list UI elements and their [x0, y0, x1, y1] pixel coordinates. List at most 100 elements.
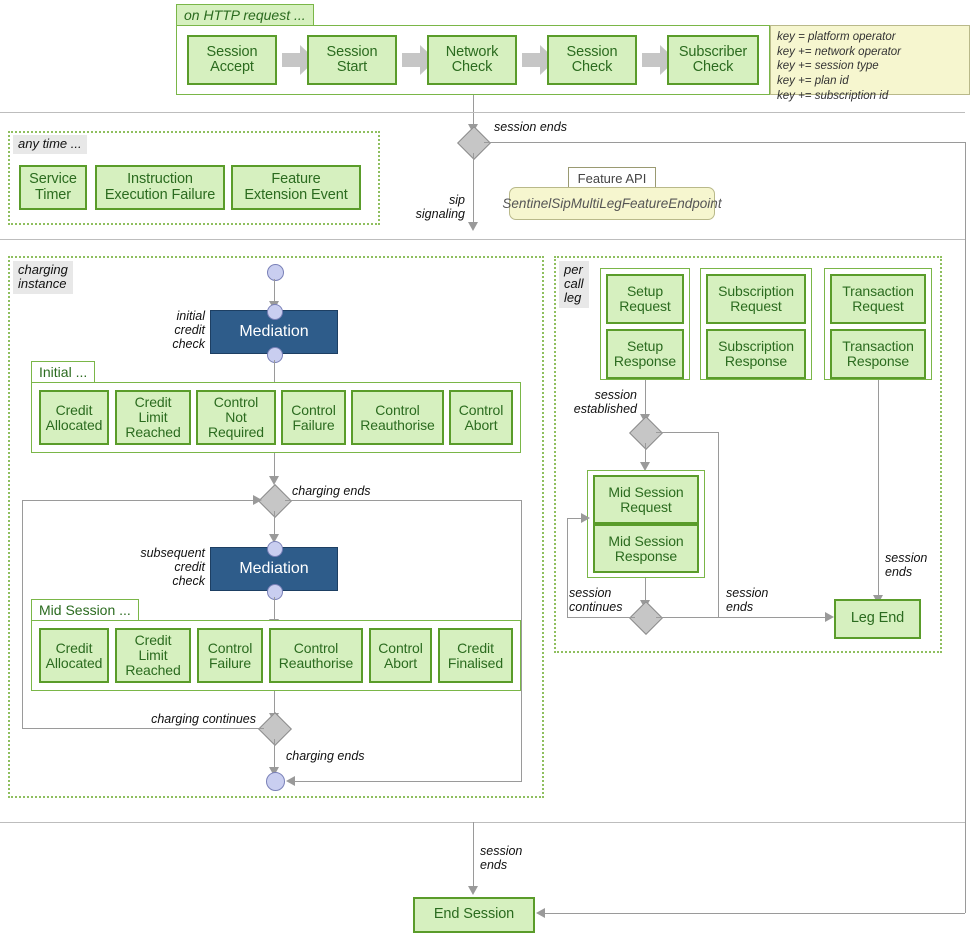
charging-instance-package — [8, 256, 544, 798]
connector-to-end-session — [473, 822, 474, 889]
arrowhead-session-continues-back — [581, 513, 590, 523]
initial-control-reauthorise[interactable]: Control Reauthorise — [351, 390, 444, 445]
connector-initial-to-decision — [274, 453, 275, 480]
label-charging-continues: charging continues — [151, 712, 256, 726]
loop-frame-top-left — [22, 500, 254, 501]
subscription-request[interactable]: Subscription Request — [706, 274, 806, 324]
arrowhead-decision-to-midsession-leg — [640, 462, 650, 471]
connector-mediation-to-initial-group — [274, 360, 275, 385]
charging-end-pin — [266, 772, 285, 791]
mediation-initial-in-pin — [267, 304, 283, 320]
any-time-service-timer[interactable]: Service Timer — [19, 165, 87, 210]
transaction-request[interactable]: Transaction Request — [830, 274, 926, 324]
edge-charging-continues-back — [22, 728, 264, 729]
step-network-check[interactable]: Network Check — [427, 35, 517, 85]
initial-control-abort[interactable]: Control Abort — [449, 390, 513, 445]
end-session[interactable]: End Session — [413, 897, 535, 933]
divider-top — [0, 112, 965, 113]
edge-session-continues-back — [567, 617, 635, 618]
subscription-response[interactable]: Subscription Response — [706, 329, 806, 379]
connector-decision-to-midsession-leg — [645, 443, 646, 465]
arrowhead-right-into-end-session — [536, 908, 545, 918]
mid-credit-limit-reached[interactable]: Credit Limit Reached — [115, 628, 191, 683]
any-time-instruction-execution-failure[interactable]: Instruction Execution Failure — [95, 165, 225, 210]
leg-mid-session-request[interactable]: Mid Session Request — [593, 475, 699, 524]
initial-control-failure[interactable]: Control Failure — [281, 390, 346, 445]
setup-request[interactable]: Setup Request — [606, 274, 684, 324]
step-subscriber-check[interactable]: Subscriber Check — [667, 35, 759, 85]
edge-loop-right-to-endpin — [293, 781, 522, 782]
arrowhead-loop-into-decision — [253, 495, 262, 505]
loop-frame-top-right — [285, 500, 522, 501]
mid-control-abort[interactable]: Control Abort — [369, 628, 432, 683]
per-call-leg-package — [554, 256, 942, 653]
initial-credit-limit-reached[interactable]: Credit Limit Reached — [115, 390, 191, 445]
feature-api-endpoint: SentinelSipMultiLegFeatureEndpoint — [502, 187, 722, 220]
connector-setup-to-decision — [645, 380, 646, 418]
any-time-feature-extension-event[interactable]: Feature Extension Event — [231, 165, 361, 210]
connector-start-to-mediation — [274, 279, 275, 304]
edge-right-into-end-session — [543, 913, 965, 914]
mediation-subsequent-in-pin — [267, 541, 283, 557]
step-session-start[interactable]: Session Start — [307, 35, 397, 85]
initial-control-not-required[interactable]: Control Not Required — [196, 390, 276, 445]
connector-midsession-leg-to-decision — [645, 578, 646, 605]
per-call-leg-package-label: per call leg — [559, 261, 589, 309]
edge-established-right-down — [718, 432, 719, 618]
label-session-ends-transaction: session ends — [885, 551, 928, 579]
edge-session-ends-down-right — [965, 142, 966, 913]
arrowhead-decision2-to-endpin — [269, 767, 279, 776]
arrowhead-loop-right-to-endpin — [286, 776, 295, 786]
edge-session-ends-to-legend — [656, 617, 827, 618]
arrowhead-session-ends-to-legend — [825, 612, 834, 622]
key-note: key = platform operator key += network o… — [770, 25, 970, 102]
label-initial-credit-check: initial credit check — [172, 309, 205, 351]
label-subsequent-credit-check: subsequent credit check — [140, 546, 205, 588]
loop-frame-right — [521, 500, 522, 781]
arrowhead-to-end-session — [468, 886, 478, 895]
divider-mid — [0, 239, 965, 240]
label-sip-signaling: sip signaling — [415, 193, 465, 221]
setup-response[interactable]: Setup Response — [606, 329, 684, 379]
initial-credit-allocated[interactable]: Credit Allocated — [39, 390, 109, 445]
label-charging-ends-bottom: charging ends — [286, 749, 365, 763]
any-time-package — [8, 131, 380, 225]
step-session-accept[interactable]: Session Accept — [187, 35, 277, 85]
mid-credit-finalised[interactable]: Credit Finalised — [438, 628, 513, 683]
label-session-established: session established — [573, 388, 637, 416]
edge-session-continues-into-group — [567, 518, 583, 519]
edge-established-right — [656, 432, 718, 433]
leg-end[interactable]: Leg End — [834, 599, 921, 639]
connector-decision-to-mediation2 — [274, 511, 275, 537]
label-session-ends-mid: session ends — [726, 586, 769, 614]
arrowhead-sip-signaling — [468, 222, 478, 231]
connector-midsession-to-decision2 — [274, 691, 275, 717]
edge-session-continues-back-up — [567, 518, 568, 617]
label-charging-ends-top: charging ends — [292, 484, 371, 498]
mediation-initial-out-pin — [267, 347, 283, 363]
label-session-ends-bottom: session ends — [480, 844, 523, 872]
arrowhead-initial-to-decision — [269, 476, 279, 485]
step-session-check[interactable]: Session Check — [547, 35, 637, 85]
connector-sip-signaling — [473, 153, 474, 225]
edge-transaction-down — [878, 380, 879, 599]
mid-control-reauthorise[interactable]: Control Reauthorise — [269, 628, 363, 683]
mid-credit-allocated[interactable]: Credit Allocated — [39, 628, 109, 683]
charging-instance-package-label: charging instance — [13, 261, 73, 295]
connector-http-to-decision — [473, 95, 474, 127]
mid-control-failure[interactable]: Control Failure — [197, 628, 263, 683]
mediation-subsequent-out-pin — [267, 584, 283, 600]
connector-mediation2-to-midsession-group — [274, 597, 275, 622]
transaction-response[interactable]: Transaction Response — [830, 329, 926, 379]
connector-decision2-to-endpin — [274, 739, 275, 770]
loop-frame-left — [22, 500, 23, 728]
leg-mid-session-response[interactable]: Mid Session Response — [593, 524, 699, 573]
decision-session-ends-top — [457, 126, 491, 160]
on-http-request-tab: on HTTP request ... — [176, 4, 314, 26]
divider-bottom — [0, 822, 965, 823]
arrowhead-decision-to-mediation2 — [269, 534, 279, 543]
label-session-continues: session continues — [569, 586, 623, 614]
edge-session-ends-right — [484, 142, 965, 143]
mid-session-group-tab: Mid Session ... — [31, 599, 139, 621]
